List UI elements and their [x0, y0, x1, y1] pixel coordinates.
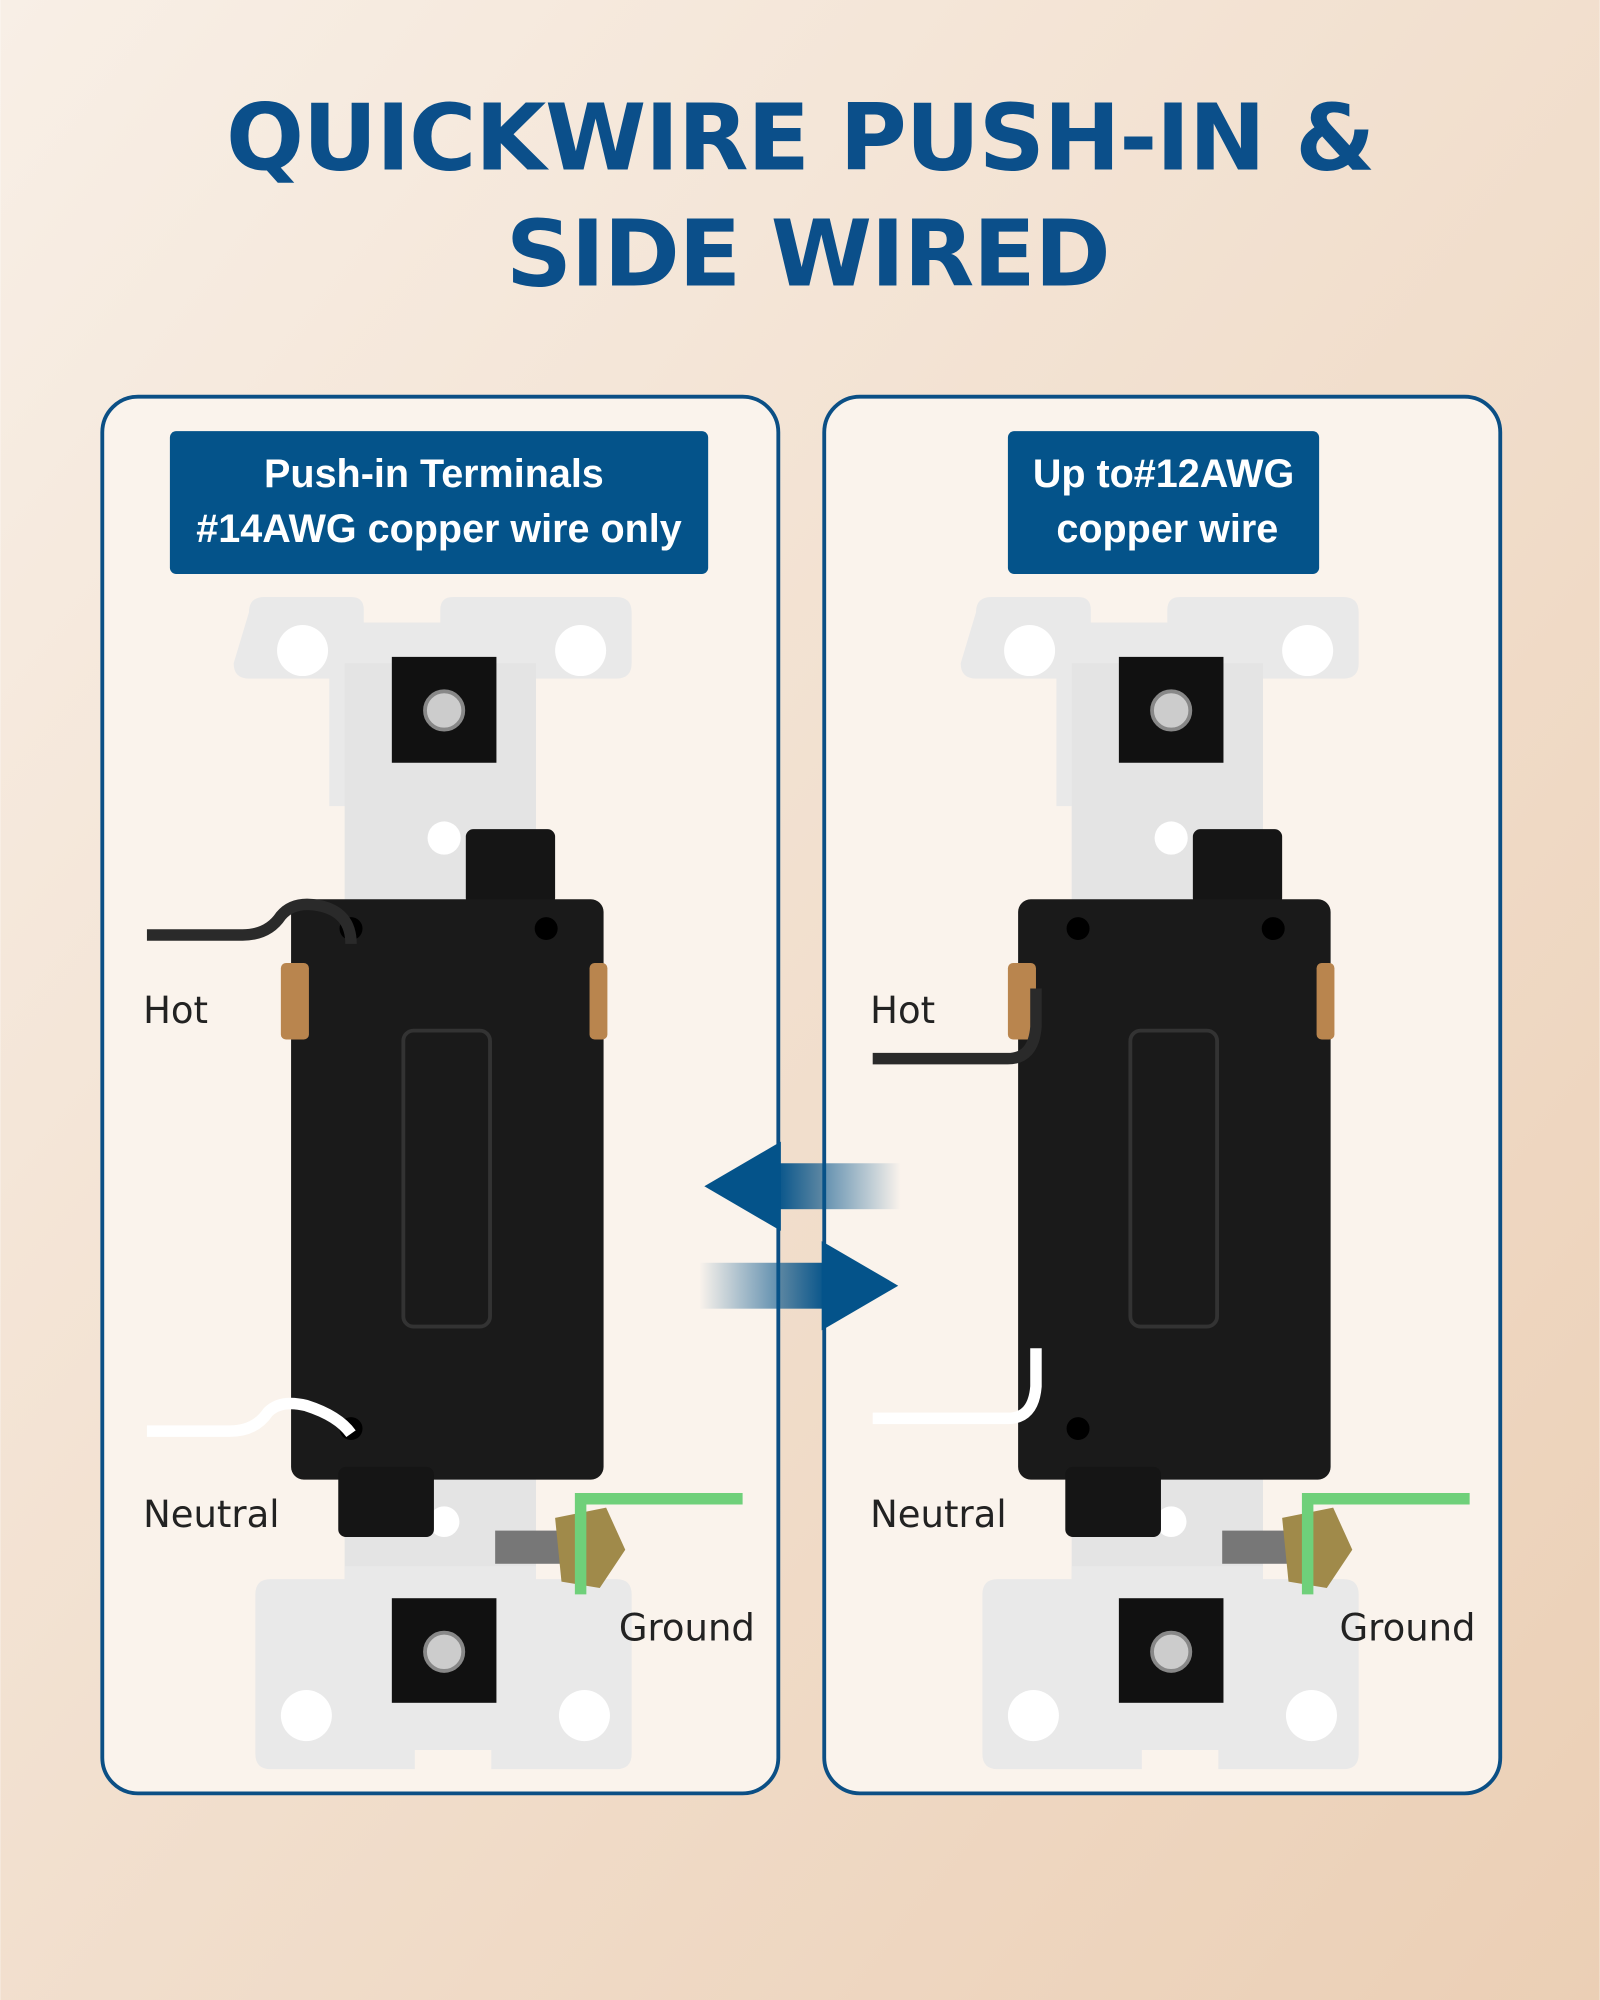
label-ground: Ground [1340, 1606, 1476, 1649]
label-neutral: Neutral [143, 1493, 279, 1536]
panel-side-wired: Up to#12AWG copper wire Hot Neutral Grou… [822, 394, 1503, 1796]
panel-push-in: Push-in Terminals #14AWG copper wire onl… [100, 394, 781, 1796]
spec-line-1: Up to#12AWG [1033, 452, 1294, 496]
label-hot: Hot [143, 989, 208, 1032]
label-ground: Ground [619, 1606, 755, 1649]
spec-line-1: Push-in Terminals [264, 452, 604, 496]
spec-line-2: #14AWG copper wire only [196, 507, 682, 551]
label-neutral: Neutral [870, 1493, 1006, 1536]
swap-arrows-icon [699, 1141, 901, 1331]
title-line-1: QUICKWIRE PUSH-IN & [226, 85, 1374, 192]
spec-box [1007, 431, 1320, 574]
title-line-2: SIDE WIRED [506, 201, 1110, 308]
spec-line-2: copper wire [1056, 507, 1278, 551]
spec-box [169, 431, 709, 574]
label-hot: Hot [870, 989, 935, 1032]
